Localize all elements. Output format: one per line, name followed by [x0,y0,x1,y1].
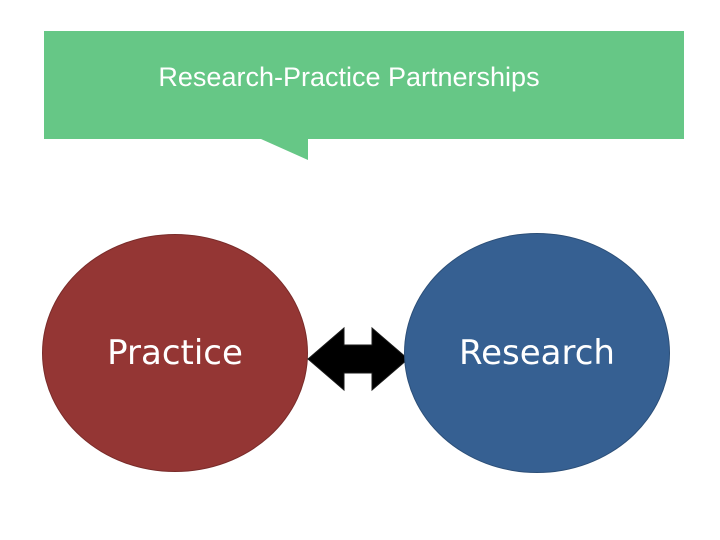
bidirectional-arrow [307,326,409,392]
diagram-title: Research-Practice Partnerships [158,62,540,92]
research-node: Research [404,233,670,473]
title-callout [44,31,684,160]
research-label: Research [459,333,615,373]
practice-node: Practice [42,234,308,472]
callout-shape [44,31,684,160]
double-arrow-icon [307,326,409,392]
practice-label: Practice [107,333,243,373]
